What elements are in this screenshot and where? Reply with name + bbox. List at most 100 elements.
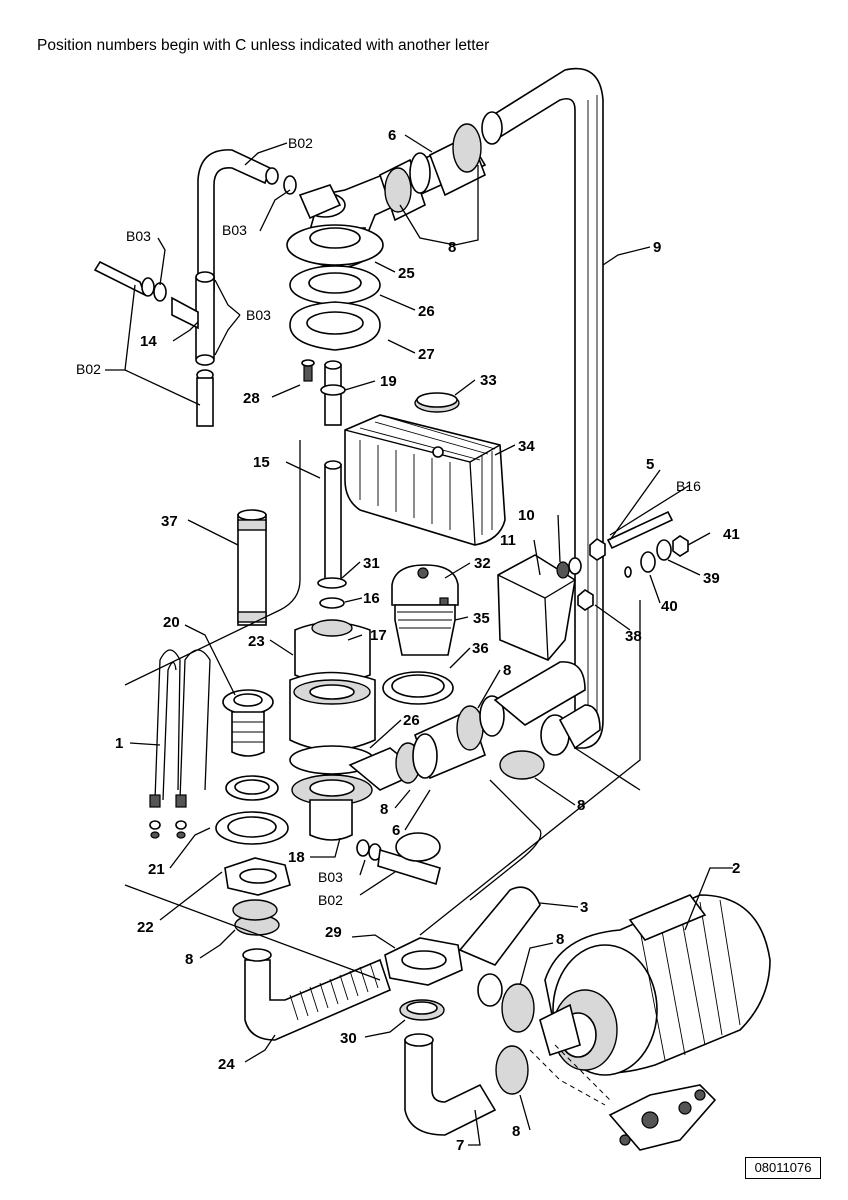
label-24: 24 bbox=[218, 1056, 235, 1073]
label-14: 14 bbox=[140, 333, 157, 350]
label-8-mid-c: 8 bbox=[380, 801, 388, 818]
nut-38 bbox=[577, 589, 594, 611]
position-note: Position numbers begin with C unless ind… bbox=[34, 37, 493, 55]
label-1: 1 bbox=[115, 735, 123, 752]
label-11: 11 bbox=[500, 532, 516, 549]
strainer-34 bbox=[344, 414, 506, 546]
pump-2 bbox=[539, 894, 771, 1076]
tube-b16 bbox=[606, 510, 674, 550]
label-b16: B16 bbox=[676, 478, 701, 494]
clamp-8-lower-b bbox=[495, 1045, 529, 1095]
label-25: 25 bbox=[398, 265, 415, 282]
washer-31 bbox=[317, 577, 347, 589]
label-10: 10 bbox=[518, 507, 535, 524]
hose-b02-lower bbox=[356, 832, 441, 886]
label-6-mid: 6 bbox=[392, 822, 400, 839]
label-41: 41 bbox=[723, 526, 740, 543]
label-5: 5 bbox=[646, 456, 654, 473]
label-35: 35 bbox=[473, 610, 490, 627]
pump-fitting bbox=[608, 1084, 717, 1151]
nut-41 bbox=[672, 535, 689, 557]
label-30: 30 bbox=[340, 1030, 357, 1047]
overflow-housing-17 bbox=[289, 619, 376, 751]
label-8-mid-b: 8 bbox=[577, 797, 585, 814]
label-8-mid-a: 8 bbox=[503, 662, 511, 679]
label-15: 15 bbox=[253, 454, 270, 471]
leader-lines bbox=[105, 134, 733, 1146]
label-6-top: 6 bbox=[388, 127, 396, 144]
hose-b02-top bbox=[197, 149, 297, 291]
label-31: 31 bbox=[363, 555, 380, 572]
fitting-10 bbox=[556, 557, 582, 579]
label-8-bottom: 8 bbox=[512, 1123, 520, 1140]
label-33: 33 bbox=[480, 372, 497, 389]
label-38: 38 bbox=[625, 628, 642, 645]
label-8-pump: 8 bbox=[556, 931, 564, 948]
nozzle-32 bbox=[391, 564, 459, 611]
label-39: 39 bbox=[703, 570, 720, 587]
pin-19 bbox=[320, 360, 346, 426]
flange-stack bbox=[286, 224, 384, 351]
label-22: 22 bbox=[137, 919, 154, 936]
label-19: 19 bbox=[380, 373, 397, 390]
label-8-left: 8 bbox=[185, 951, 193, 968]
label-20: 20 bbox=[163, 614, 180, 631]
label-28: 28 bbox=[243, 390, 260, 407]
assembly-lines bbox=[124, 440, 641, 1106]
washer-39 bbox=[656, 539, 672, 561]
document-id: 08011076 bbox=[745, 1157, 821, 1179]
hose-3 bbox=[458, 886, 541, 966]
nut-22 bbox=[224, 857, 291, 896]
label-2: 2 bbox=[732, 860, 740, 877]
label-26-top: 26 bbox=[418, 303, 435, 320]
label-b03-lower: B03 bbox=[318, 869, 343, 885]
label-b03-tpiece: B03 bbox=[246, 307, 271, 323]
nut-5 bbox=[589, 538, 606, 561]
gasket-36 bbox=[382, 671, 454, 705]
label-b03-top: B03 bbox=[222, 222, 247, 238]
label-32: 32 bbox=[474, 555, 491, 572]
box-11 bbox=[497, 554, 576, 661]
clamp-8-lower-a bbox=[501, 983, 535, 1033]
clamp-8-left bbox=[232, 899, 278, 921]
corrugated-hose-24 bbox=[234, 914, 391, 1041]
standpipe-15 bbox=[324, 460, 342, 586]
washer-16 bbox=[319, 597, 345, 609]
t-piece-14 bbox=[171, 271, 215, 427]
label-34: 34 bbox=[518, 438, 535, 455]
hose-b02-left bbox=[93, 260, 167, 302]
callout-labels: B02 B03 B03 B03 B02 B03 B02 B16 6 8 9 14… bbox=[76, 127, 740, 1154]
nut-29 bbox=[384, 937, 503, 1007]
gasket-21 bbox=[215, 775, 289, 845]
pipe-9 bbox=[481, 67, 604, 749]
washer-40 bbox=[624, 551, 656, 578]
label-8-top: 8 bbox=[448, 239, 456, 256]
label-b02-left: B02 bbox=[76, 361, 101, 377]
label-29: 29 bbox=[325, 924, 342, 941]
nozzle-body-35 bbox=[394, 604, 456, 656]
label-23: 23 bbox=[248, 633, 265, 650]
label-b02-top: B02 bbox=[288, 135, 313, 151]
label-b03-left: B03 bbox=[126, 228, 151, 244]
middle-pipe-assembly bbox=[348, 661, 601, 791]
label-40: 40 bbox=[661, 598, 678, 615]
tube-37 bbox=[237, 509, 267, 626]
label-26-lower: 26 bbox=[403, 712, 420, 729]
knob-33 bbox=[414, 392, 460, 413]
outlet-20 bbox=[222, 689, 274, 757]
label-16: 16 bbox=[363, 590, 380, 607]
label-21: 21 bbox=[148, 861, 165, 878]
elbow-7 bbox=[404, 1033, 497, 1136]
label-9: 9 bbox=[653, 239, 661, 256]
heating-element-1 bbox=[149, 649, 211, 839]
label-b02-lower: B02 bbox=[318, 892, 343, 908]
label-3: 3 bbox=[580, 899, 588, 916]
label-27: 27 bbox=[418, 346, 435, 363]
screw-28 bbox=[301, 359, 315, 382]
label-18: 18 bbox=[288, 849, 305, 866]
nut-30 bbox=[399, 999, 445, 1021]
label-37: 37 bbox=[161, 513, 178, 530]
label-17: 17 bbox=[370, 627, 387, 644]
